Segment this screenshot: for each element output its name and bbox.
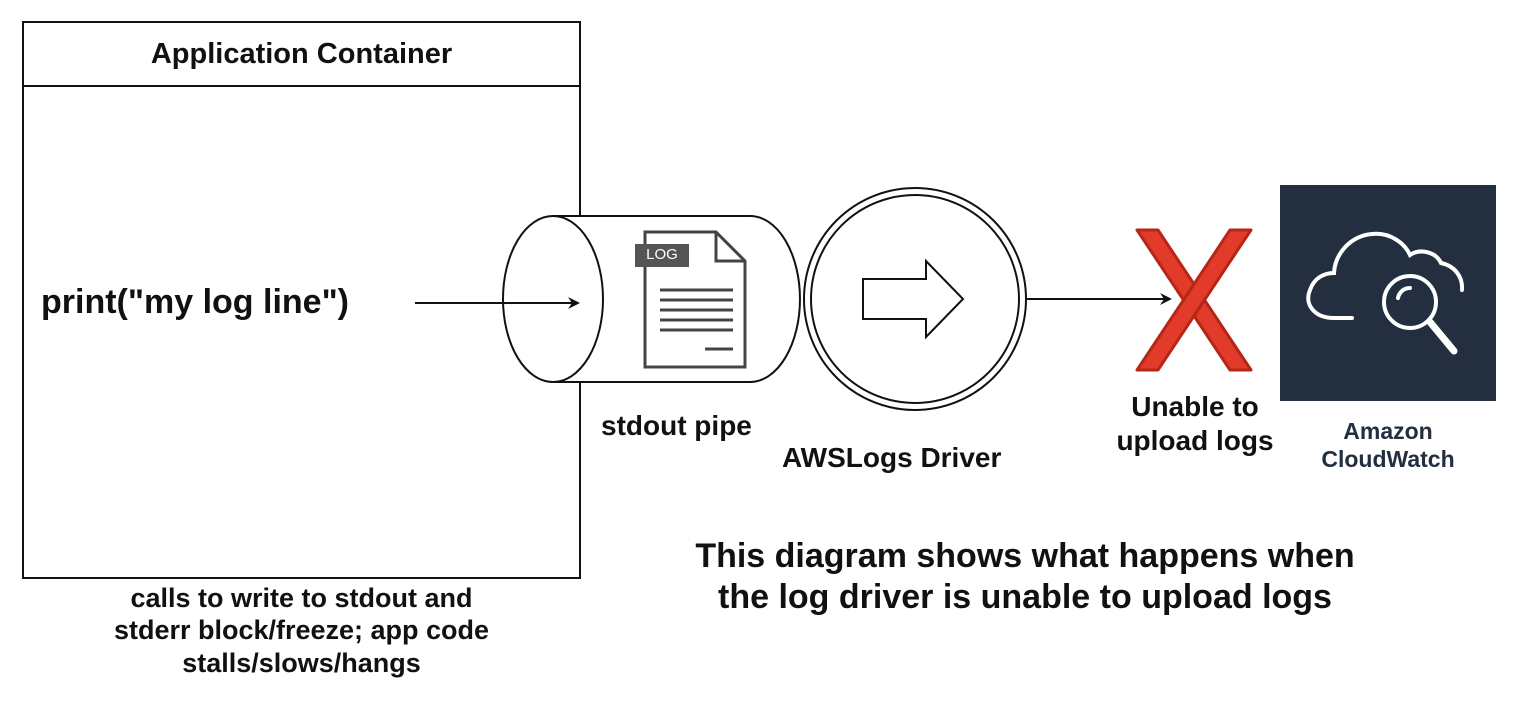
log-file-icon	[635, 230, 747, 369]
container-caption: calls to write to stdout and stderr bloc…	[113, 583, 490, 678]
diagram-note: This diagram shows what happens when the…	[695, 537, 1355, 616]
cloud-search-icon	[1306, 231, 1465, 355]
application-container	[22, 21, 581, 579]
red-x-icon	[1135, 228, 1253, 372]
upload-failure-label: Unable to upload logs	[1116, 391, 1274, 456]
cloudwatch-label: Amazon CloudWatch	[1321, 418, 1455, 472]
right-arrow-icon	[862, 258, 965, 340]
container-title: Application Container	[150, 38, 453, 70]
stdout-pipe-label: stdout pipe	[601, 410, 752, 441]
log-tag-label: LOG	[646, 246, 678, 263]
print-statement: print("my log line")	[41, 283, 350, 321]
awslogs-driver-label: AWSLogs Driver	[782, 442, 1002, 473]
cloudwatch-tile	[1280, 185, 1496, 401]
